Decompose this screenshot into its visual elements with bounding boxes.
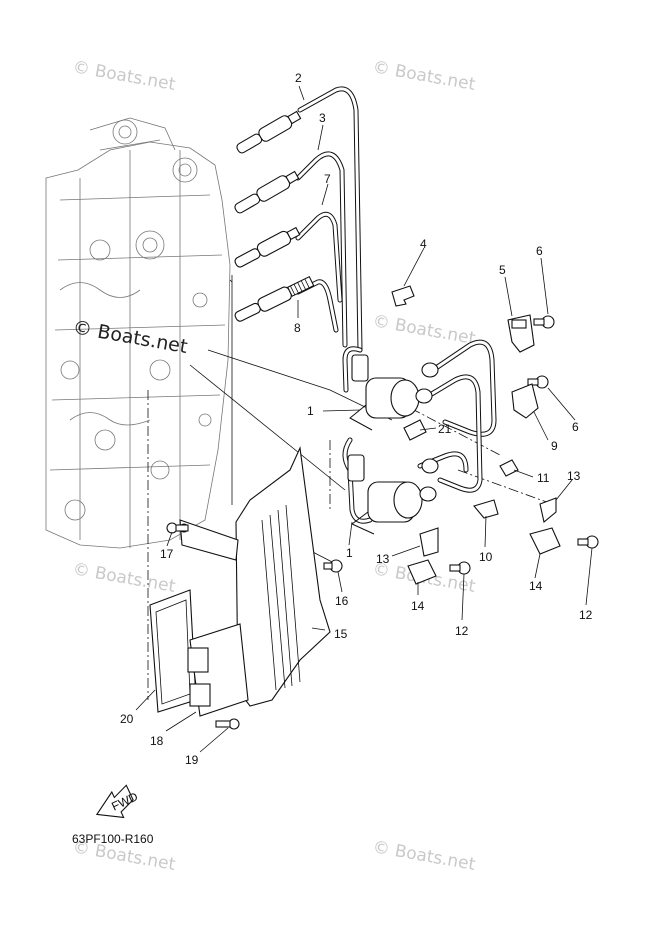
callout-label: 1 <box>346 546 353 560</box>
callout-label: 14 <box>529 579 543 593</box>
callout-label: 20 <box>120 712 134 726</box>
watermark: © Boats.net <box>371 57 477 95</box>
engine-block <box>45 117 231 549</box>
callout-label: 13 <box>376 552 390 566</box>
callout-label: 12 <box>579 608 593 622</box>
callout-label: 4 <box>420 237 427 251</box>
leader-lines <box>135 85 593 753</box>
diagram-code: 63PF100-R160 <box>72 832 154 846</box>
high-tension-cords <box>295 86 497 524</box>
callout-label: 1 <box>307 404 314 418</box>
callout-label: 9 <box>551 439 558 453</box>
callout-label: 8 <box>294 321 301 335</box>
watermark: © Boats.net <box>71 57 177 95</box>
callout-label: 6 <box>536 244 543 258</box>
callout-label: 19 <box>185 753 199 767</box>
callout-label: 12 <box>455 624 469 638</box>
callout-label: 15 <box>334 627 348 641</box>
callout-label: 14 <box>411 599 425 613</box>
callout-label: 10 <box>479 550 493 564</box>
fwd-label: FWD <box>109 789 140 813</box>
callouts: 1 1 2 3 4 5 6 6 7 8 9 10 11 12 12 13 13 … <box>120 71 593 767</box>
ignition-coil <box>349 354 439 431</box>
callout-label: 2 <box>295 71 302 85</box>
cdi-unit <box>149 589 249 717</box>
plug-caps <box>234 110 315 322</box>
callout-label: 13 <box>567 469 581 483</box>
callout-label: 21 <box>438 422 452 436</box>
callout-label: 16 <box>335 594 349 608</box>
callout-label: 5 <box>499 263 506 277</box>
callout-label: 18 <box>150 734 164 748</box>
callout-label: 17 <box>160 547 174 561</box>
watermark: © Boats.net <box>371 837 477 875</box>
bolts <box>166 522 343 730</box>
watermark: © Boats.net <box>71 559 177 597</box>
watermark: © Boats.net <box>371 311 477 349</box>
callout-label: 7 <box>324 172 331 186</box>
ignition-coil <box>347 454 439 535</box>
callout-label: 3 <box>319 111 326 125</box>
callout-label: 6 <box>572 420 579 434</box>
small-parts <box>391 285 599 585</box>
fwd-arrow: FWD <box>95 784 140 819</box>
callout-label: 11 <box>537 471 550 485</box>
